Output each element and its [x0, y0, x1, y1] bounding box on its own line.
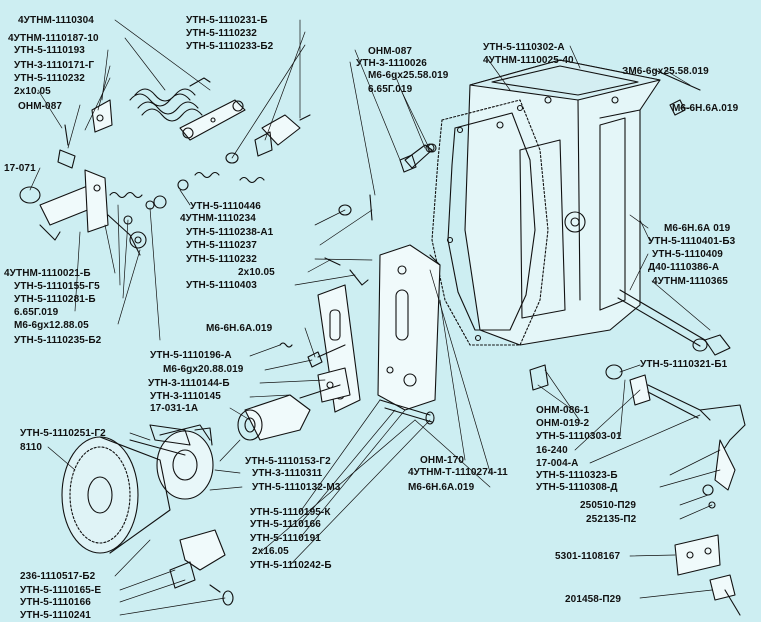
label-utn5-1110303-01: УТН-5-1110303-01 — [536, 431, 622, 442]
label-utn5-1110233-b2: УТН-5-1110233-Б2 — [186, 41, 274, 52]
bolt-left-center — [279, 342, 346, 368]
label-utn5-1110241: УТН-5-1110241 — [20, 610, 91, 621]
label-6-65g-019-b: 6.65Г.019 — [368, 84, 413, 95]
label-utn3-1110145: УТН-3-1110145 — [150, 391, 221, 402]
label-utn5-1110153-g2: УТН-5-1110153-Г2 — [245, 456, 331, 467]
housing-gasket — [431, 99, 549, 346]
label-utn5-1110237: УТН-5-1110237 — [186, 240, 257, 251]
label-utn5-1110302-a: УТН-5-1110302-А — [483, 42, 565, 53]
control-rod — [617, 69, 731, 356]
label-5301: 5301-1108167 — [555, 551, 621, 562]
label-utn5-1110232-c: УТН-5-1110232 — [186, 254, 257, 265]
label-4utnm-t: 4УТНМ-Т-1110274-11 — [408, 467, 508, 478]
label-utn5-1110409: УТН-5-1110409 — [652, 249, 723, 260]
label-utn3-1110311: УТН-3-1110311 — [252, 468, 323, 479]
drive-shaft — [237, 384, 341, 441]
label-utn5-1110403: УТН-5-1110403 — [186, 280, 257, 291]
label-utn5-1110281-b: УТН-5-1110281-Б — [14, 294, 96, 305]
label-d40-1110386: Д40-1110386-А — [648, 262, 720, 273]
coupling-parts — [169, 529, 234, 606]
label-m6-6n-c: М6-6Н.6А.019 — [206, 323, 273, 334]
bracket-plate-small — [317, 367, 351, 403]
label-utn5-1110238-a1: УТН-5-1110238-А1 — [186, 227, 274, 238]
label-utn5-1110446: УТН-5-1110446 — [190, 201, 261, 212]
label-201458: 201458-П29 — [565, 594, 622, 605]
label-onm-087-b: ОНМ-087 — [368, 46, 413, 57]
label-utn5-1110196-a: УТН-5-1110196-А — [150, 350, 232, 361]
label-utn3-1110144-b: УТН-3-1110144-Б — [148, 378, 230, 389]
label-m6-6gx20: М6-6gx20.88.019 — [163, 364, 244, 375]
label-utn5-1110308-d: УТН-5-1110308-Д — [536, 482, 618, 493]
label-8110: 8110 — [20, 442, 43, 453]
label-4utnm-1110021-b: 4УТНМ-1110021-Б — [4, 268, 91, 279]
label-onm-019-2: ОНМ-019-2 — [536, 418, 590, 429]
label-utn3-1110026: УТН-3-1110026 — [356, 58, 427, 69]
label-utn5-1110191: УТН-5-1110191 — [250, 533, 321, 544]
drive-gear — [61, 436, 186, 554]
bolt-top-center — [399, 143, 435, 173]
label-4utnm-1110365: 4УТНМ-1110365 — [652, 276, 728, 287]
leader-lines — [29, 19, 721, 616]
label-onm-170: ОНМ-170 — [420, 455, 465, 466]
label-17-031-1a: 17-031-1А — [150, 403, 199, 414]
label-17-004-a: 17-004-А — [536, 458, 579, 469]
label-4utnm-1110187-10: 4УТНМ-1110187-10 — [8, 33, 99, 44]
label-3m6-6gx25: ЗМ6-6gx25.58.019 — [622, 66, 709, 77]
tab-plate — [674, 534, 721, 576]
label-utn5-1110232-b: УТН-5-1110232 — [186, 28, 257, 39]
label-utn5-1110165-e: УТН-5-1110165-Е — [20, 585, 102, 596]
label-utn5-1110193: УТН-5-1110193 — [14, 45, 85, 56]
lever-shaft-assembly — [19, 169, 155, 256]
bracket-small — [91, 99, 113, 133]
label-utn5-1110132-m3: УТН-5-1110132-М3 — [252, 482, 341, 493]
label-utn5-1110401-b3: УТН-5-1110401-Б3 — [648, 236, 736, 247]
label-m6-6gx12: М6-6gx12.88.05 — [14, 320, 89, 331]
label-utn5-1110166-b: УТН-5-1110166 — [20, 597, 91, 608]
drain-plug — [529, 364, 549, 391]
label-utn5-1110323-b: УТН-5-1110323-Б — [536, 470, 618, 481]
label-2x10-05-a: 2x10.05 — [14, 86, 51, 97]
label-236: 236-1110517-Б2 — [20, 571, 96, 582]
label-onm-087-a: ОНМ-087 — [18, 101, 63, 112]
label-utn5-1110321-b1: УТН-5-1110321-Б1 — [640, 359, 728, 370]
label-utn3-1110171-g: УТН-3-1110171-Г — [14, 60, 95, 71]
label-m6-6n-b: М6-6Н.6А 019 — [664, 223, 731, 234]
label-utn5-1110195-k: УТН-5-1110195-К — [250, 507, 331, 518]
label-m6-6gx25: М6-6gx25.58.019 — [368, 70, 449, 81]
label-utn5-1110235-b2: УТН-5-1110235-Б2 — [14, 335, 102, 346]
speed-control-lever — [179, 99, 246, 141]
label-utn5-1110232-a: УТН-5-1110232 — [14, 73, 85, 84]
label-2x16-05: 2x16.05 — [252, 546, 289, 557]
label-6-65g-019-a: 6.65Г.019 — [14, 307, 59, 318]
label-4utnm-1110304: 4УТНМ-1110304 — [18, 15, 94, 26]
lever-arm-assembly — [605, 364, 746, 509]
label-m6-6n-a: М6-6Н.6А.019 — [672, 103, 739, 114]
label-utn5-1110155-g5: УТН-5-1110155-Г5 — [14, 281, 100, 292]
label-utn5-1110231-b: УТН-5-1110231-Б — [186, 15, 268, 26]
governor-spring — [129, 77, 211, 122]
label-17-071: 17-071 — [4, 163, 36, 174]
governor-lever-plate-b — [377, 244, 441, 411]
label-utn5-1110242-b: УТН-5-1110242-Б — [250, 560, 332, 571]
bolt-bottom-right — [709, 574, 741, 616]
label-250510: 250510-П29 — [580, 500, 637, 511]
spring-small-a — [109, 191, 143, 199]
label-16-240: 16-240 — [536, 445, 568, 456]
label-utn5-1110251-g2: УТН-5-1110251-Г2 — [20, 428, 106, 439]
governor-housing — [464, 59, 661, 346]
label-4utnm-1110025-40: 4УТНМ-1110025-40 — [483, 55, 574, 66]
flyweights — [149, 424, 213, 446]
axle-pins — [379, 399, 435, 425]
label-onm-086-1: ОНМ-086-1 — [536, 405, 590, 416]
label-m6-6n-d: М6-6Н.6А.019 — [408, 482, 475, 493]
label-2x10-05-b: 2x10.05 — [238, 267, 275, 278]
pin-small — [57, 124, 76, 169]
label-utn5-1110166-a: УТН-5-1110166 — [250, 519, 321, 530]
label-4utnm-1110234: 4УТНМ-1110234 — [180, 213, 256, 224]
label-252135: 252135-П2 — [586, 514, 637, 525]
adjusting-plunger — [153, 114, 311, 209]
